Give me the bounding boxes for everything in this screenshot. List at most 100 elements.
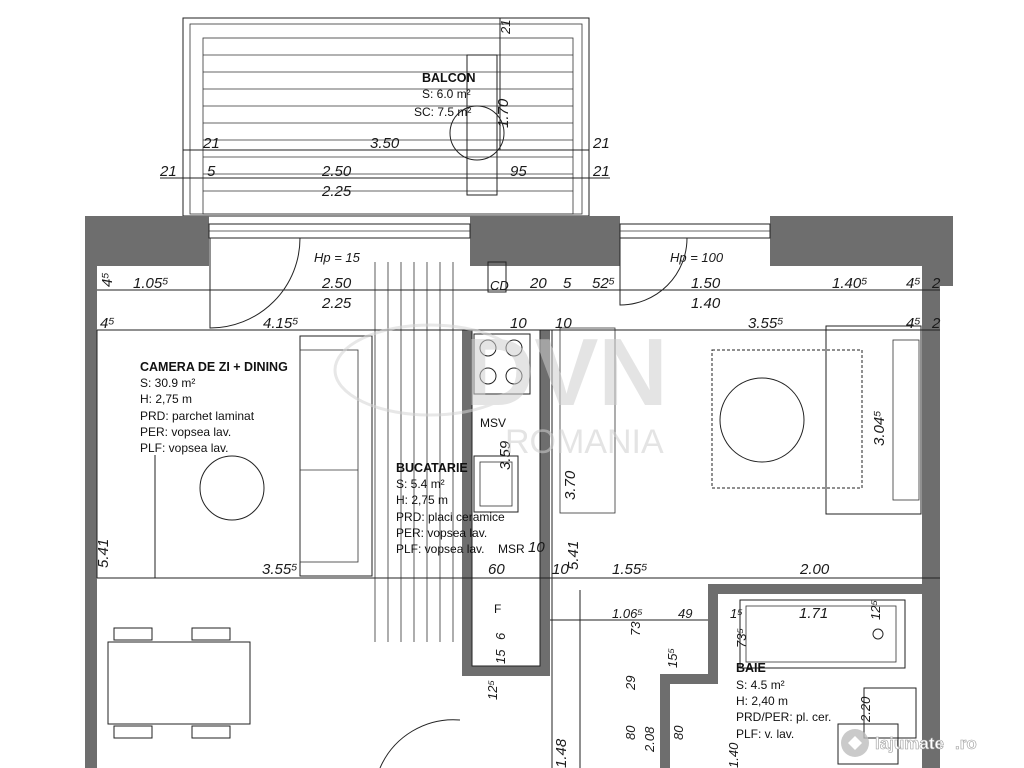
dim-bath-171: 1.71	[799, 605, 828, 622]
dim-right-370: 3.70	[562, 470, 579, 500]
living-plf: PLF: vopsea lav.	[140, 441, 229, 455]
doors	[209, 237, 688, 768]
label-msv: MSV	[480, 416, 506, 430]
kitchen-title: BUCATARIE	[396, 461, 468, 475]
kitchen-height: H: 2,75 m	[396, 493, 448, 507]
dim-kitchen-125: 12⁵	[485, 680, 500, 700]
dim-hall-148: 1.48	[553, 738, 570, 768]
dim-bottom-60: 60	[488, 561, 505, 578]
living-room: CAMERA DE ZI + DINING S: 30.9 m² H: 2,75…	[95, 330, 940, 739]
dim-kitchen-10: 10	[528, 539, 545, 556]
dim-top-150: 1.50	[691, 275, 721, 292]
bath-height: H: 2,40 m	[736, 694, 788, 708]
dim-row2-10-a: 10	[510, 315, 527, 332]
living-area: S: 30.9 m²	[140, 376, 195, 390]
watermark: DVN ROMANIA	[333, 319, 668, 461]
watermark-dvn: DVN	[465, 319, 668, 426]
dim-bath-735: 73⁵	[734, 628, 749, 648]
window-hp-15: Hp = 15	[314, 250, 361, 265]
bathroom: BAIE S: 4.5 m² H: 2,40 m PRD/PER: pl. ce…	[553, 599, 917, 768]
dim-row2-4155: 4.15⁵	[263, 315, 299, 332]
dim-bath-208: 2.08	[642, 726, 657, 753]
bath-plf: PLF: v. lav.	[736, 727, 794, 741]
dim-balcony-21-a: 21	[202, 135, 220, 152]
dim-bath-140: 1.40	[726, 742, 741, 768]
dim-row2-45-a: 4⁵	[100, 315, 115, 332]
dim-balcony-225: 2.25	[321, 183, 352, 200]
balcony-slats	[203, 54, 573, 192]
dim-left-541: 5.41	[95, 539, 112, 568]
dim-top-225: 2.25	[321, 295, 352, 312]
dim-right-541: 5.41	[565, 541, 582, 570]
dim-row2-3555: 3.55⁵	[748, 315, 784, 332]
dim-bottom-10: 10	[552, 561, 569, 578]
kitchen-per: PER: vopsea lav.	[396, 526, 487, 540]
label-f: F	[494, 602, 501, 616]
kitchen-area: S: 5.4 m²	[396, 477, 445, 491]
balcony-title: BALCON	[422, 71, 475, 85]
brand-badge: lajumate .ro	[841, 729, 977, 757]
dim-kitchen-359: 3.59	[497, 440, 514, 470]
window-hp-100: Hp = 100	[670, 250, 724, 265]
dim-bottom-1555: 1.55⁵	[612, 561, 648, 578]
dim-bath-49: 49	[678, 606, 692, 621]
living-per: PER: vopsea lav.	[140, 425, 231, 439]
top-dimensions: 4⁵ 1.05⁵ 2.50 2.25 20 5 52⁵ 1.50 1.40 1.…	[97, 272, 941, 332]
dim-bath-125: 12⁵	[868, 600, 883, 620]
dim-top-45-b: 4⁵	[906, 275, 921, 292]
dim-bath-80-a: 80	[623, 725, 638, 740]
dim-bath-155: 15⁵	[665, 648, 680, 668]
dim-bath-220: 2.20	[858, 696, 873, 723]
living-height: H: 2,75 m	[140, 392, 192, 406]
kitchen-prd: PRD: placi ceramice	[396, 510, 505, 524]
dim-bath-1065: 1.06⁵	[612, 606, 643, 621]
dim-top-45-a: 4⁵	[99, 272, 116, 287]
brand-name: lajumate	[875, 734, 944, 753]
dim-bath-15: 1⁵	[730, 606, 743, 621]
kitchen: CD MSV F MSR BUCATARIE S: 5.4 m² H: 2,75…	[396, 261, 545, 700]
dim-top-2-a: 2	[931, 275, 941, 292]
dim-top-525: 52⁵	[592, 275, 615, 292]
dim-balcony-5: 5	[207, 163, 216, 180]
living-prd: PRD: parchet laminat	[140, 409, 255, 423]
dim-row2-2-b: 2	[931, 315, 941, 332]
bath-prdper: PRD/PER: pl. cer.	[736, 710, 831, 724]
dim-bath-80-b: 80	[671, 725, 686, 740]
dim-top-20: 20	[529, 275, 547, 292]
stairs-hatch	[374, 262, 454, 642]
dim-bottom-200: 2.00	[799, 561, 830, 578]
dim-bath-29: 29	[623, 676, 638, 691]
balcony-sc: SC: 7.5 m²	[414, 105, 471, 119]
bath-area: S: 4.5 m²	[736, 678, 785, 692]
dim-balcony-170: 1.70	[495, 98, 512, 128]
balcony-area: S: 6.0 m²	[422, 87, 471, 101]
dim-balcony-21-d: 21	[592, 163, 610, 180]
dim-top-140: 1.40	[691, 295, 721, 312]
dim-balcony-95: 95	[510, 163, 527, 180]
dim-kitchen-6: 6	[493, 632, 508, 640]
balcony-furniture	[449, 54, 505, 196]
dim-balcony-21-e: 21	[498, 20, 513, 35]
brand-icon	[848, 736, 862, 750]
walls	[85, 216, 953, 768]
balcony: BALCON S: 6.0 m² SC: 7.5 m² 21 3.50 21 2…	[159, 17, 610, 217]
dim-bath-73: 73	[628, 621, 643, 636]
dim-top-1055: 1.05⁵	[133, 275, 169, 292]
dim-bottom-3555-a: 3.55⁵	[262, 561, 298, 578]
dim-top-1405: 1.40⁵	[832, 275, 868, 292]
label-msr: MSR	[498, 542, 525, 556]
dim-top-5: 5	[563, 275, 572, 292]
dim-balcony-250: 2.50	[321, 163, 352, 180]
watermark-romania: ROMANIA	[505, 423, 664, 461]
brand-suffix: .ro	[955, 734, 977, 753]
dim-row2-45-b: 4⁵	[906, 315, 921, 332]
dim-top-250: 2.50	[321, 275, 352, 292]
living-title: CAMERA DE ZI + DINING	[140, 360, 288, 374]
dim-kitchen-15-a: 15	[493, 649, 508, 664]
dim-right-3045: 3.04⁵	[871, 410, 888, 446]
right-area: 3.70 3.04⁵ 5.41 10 1.55⁵ 2.00	[550, 325, 922, 768]
kitchen-plf: PLF: vopsea lav.	[396, 542, 485, 556]
dim-balcony-350: 3.50	[370, 135, 400, 152]
dim-balcony-21-b: 21	[592, 135, 610, 152]
